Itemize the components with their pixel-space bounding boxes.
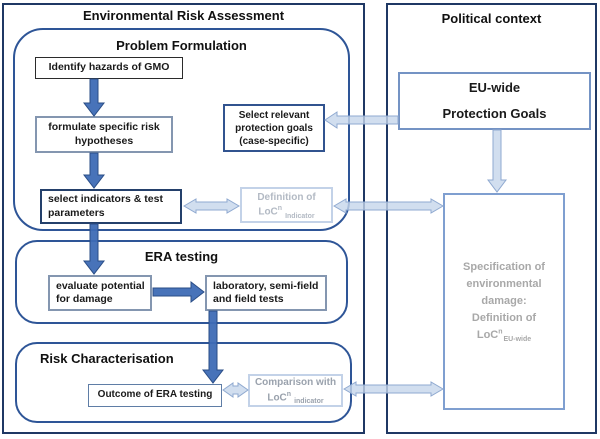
evaluate-potential-label: evaluate potential for damage — [56, 279, 145, 305]
select-indicators-label: select indicators & test parameters — [48, 193, 163, 219]
risk-characterisation-title: Risk Characterisation — [40, 351, 174, 366]
select-indicators-box: select indicators & test parameters — [40, 189, 182, 224]
definition-loc-line1: Definition of — [257, 191, 316, 203]
era-testing-title: ERA testing — [144, 249, 219, 264]
era-testing-section — [15, 240, 348, 324]
outcome-era-testing-box: Outcome of ERA testing — [88, 384, 222, 407]
specification-loc-line: LoCnEU-wide — [476, 328, 532, 344]
definition-loc-line2: LoCnIndicator — [258, 205, 315, 220]
eu-wide-protection-goals-box: EU-wide Protection Goals — [398, 72, 591, 130]
outcome-era-testing-label: Outcome of ERA testing — [97, 389, 213, 401]
identify-hazards-label: Identify hazards of GMO — [48, 61, 170, 74]
evaluate-potential-box: evaluate potential for damage — [48, 275, 152, 311]
specification-damage-box: Specification of environmental damage: D… — [443, 193, 565, 410]
select-protection-goals-box: Select relevant protection goals (case-s… — [223, 104, 325, 152]
laboratory-tests-label: laboratory, semi-field and field tests — [213, 279, 319, 305]
definition-loc-indicator-box: Definition of LoCnIndicator — [240, 187, 333, 223]
eu-wide-line1: EU-wide — [468, 80, 521, 95]
laboratory-tests-box: laboratory, semi-field and field tests — [205, 275, 327, 311]
formulate-hypotheses-label: formulate specific risk hypotheses — [48, 121, 160, 147]
identify-hazards-box: Identify hazards of GMO — [35, 57, 183, 79]
comparison-loc-line2: LoCnindicator — [267, 390, 324, 406]
era-panel-title: Environmental Risk Assessment — [82, 8, 285, 23]
formulate-hypotheses-box: formulate specific risk hypotheses — [35, 116, 173, 153]
comparison-loc-line1: Comparison with — [254, 377, 337, 389]
political-panel-title: Political context — [441, 11, 542, 26]
problem-formulation-section — [13, 28, 350, 231]
problem-formulation-title: Problem Formulation — [116, 38, 247, 53]
select-protection-goals-label: Select relevant protection goals (case-s… — [235, 109, 313, 147]
comparison-loc-box: Comparison with LoCnindicator — [248, 374, 343, 407]
eu-wide-line2: Protection Goals — [442, 106, 547, 121]
